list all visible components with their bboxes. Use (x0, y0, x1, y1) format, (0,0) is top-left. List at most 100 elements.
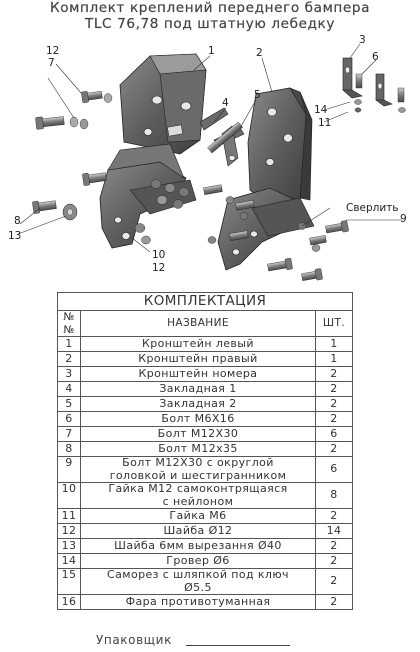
right-bracket (217, 87, 315, 271)
row-number: 12 (57, 523, 81, 539)
row-name: Кронштейн правый (80, 351, 316, 367)
row-quantity: 6 (314, 456, 354, 483)
leader-lines (17, 43, 402, 253)
header-quantity: ШТ. (314, 310, 354, 337)
exploded-assembly-diagram: 1 2 3 4 5 6 7 8 9 10 11 12 12 13 14 Свер… (8, 34, 407, 281)
row-quantity: 1 (314, 336, 354, 352)
row-number: 16 (57, 594, 81, 610)
row-number: 3 (57, 366, 81, 382)
drill-note: Сверлить (346, 202, 399, 214)
callout-7: 7 (48, 57, 55, 69)
row-name: Кронштейн номера (80, 366, 316, 382)
bolts (32, 90, 349, 281)
row-quantity: 1 (314, 351, 354, 367)
row-number: 6 (57, 411, 81, 427)
number-plate-brackets (342, 57, 406, 113)
document-title: Комплект креплений переднего бампера (49, 0, 371, 16)
row-quantity: 2 (314, 508, 354, 524)
row-quantity: 2 (314, 553, 354, 569)
row-name: Шайба Ø12 (80, 523, 316, 539)
row-quantity: 2 (314, 538, 354, 554)
row-number: 1 (57, 336, 81, 352)
callout-2: 2 (256, 47, 263, 59)
row-name: Гайка М6 (80, 508, 316, 524)
callout-4: 4 (222, 97, 229, 109)
row-name: Кронштейн левый (80, 336, 316, 352)
row-number: 9 (57, 456, 81, 483)
document-subtitle: TLC 76,78 под штатную лебедку (84, 16, 335, 32)
callout-13: 13 (8, 230, 21, 242)
row-number: 5 (57, 396, 81, 412)
row-name: Закладная 1 (80, 381, 316, 397)
callout-11: 11 (318, 117, 331, 129)
callout-6: 6 (372, 51, 379, 63)
row-name: Фара противотуманная (80, 594, 316, 610)
row-number: 11 (57, 508, 81, 524)
row-quantity: 14 (314, 523, 354, 539)
row-quantity: 2 (314, 441, 354, 457)
row-name: Шайба 6мм вырезання Ø40 (80, 538, 316, 554)
header-name: НАЗВАНИЕ (80, 310, 316, 337)
header-number: №№ (57, 310, 81, 337)
callout-14: 14 (314, 104, 328, 116)
row-name-line: Ø5.5 (184, 580, 212, 594)
callout-8: 8 (14, 215, 21, 227)
row-name: Болт М12Х30 (80, 426, 316, 442)
table-title: КОМПЛЕКТАЦИЯ (57, 292, 353, 311)
row-number: 2 (57, 351, 81, 367)
row-number: 10 (57, 482, 81, 509)
packer-signature-line (186, 645, 290, 646)
callout-numbers: 1 2 3 4 5 6 7 8 9 10 11 12 12 13 14 Свер… (8, 34, 407, 274)
left-bracket (99, 53, 207, 249)
callout-5: 5 (254, 89, 261, 101)
callout-12-top: 12 (46, 45, 59, 57)
row-quantity: 2 (314, 366, 354, 382)
nuts-and-washers (134, 179, 321, 252)
row-quantity: 6 (314, 426, 354, 442)
row-name-line: головкой и шестигранником (109, 468, 287, 482)
row-number: 8 (57, 441, 81, 457)
row-quantity: 2 (314, 594, 354, 610)
row-name-line: Саморез с шляпкой под ключ (107, 568, 289, 581)
row-quantity: 2 (314, 381, 354, 397)
row-name-line: Болт М12Х30 с округлой (122, 456, 274, 469)
packer-label: Упаковщик (96, 633, 172, 647)
callout-3: 3 (359, 34, 366, 46)
row-name: Закладная 2 (80, 396, 316, 412)
row-quantity: 2 (314, 411, 354, 427)
table-title-row: КОМПЛЕКТАЦИЯ (57, 292, 353, 311)
row-number: 14 (57, 553, 81, 569)
callout-12-bottom: 12 (152, 262, 165, 274)
row-number: 4 (57, 381, 81, 397)
callout-10: 10 (152, 249, 165, 261)
table-header-row: №№ НАЗВАНИЕ ШТ. (57, 310, 354, 337)
row-quantity: 2 (314, 396, 354, 412)
row-name: Гровер Ø6 (80, 553, 316, 569)
row-number: 15 (57, 568, 81, 595)
row-quantity: 2 (314, 568, 354, 595)
row-name: Болт М6Х16 (80, 411, 316, 427)
row-number: 7 (57, 426, 81, 442)
row-name-line: Гайка М12 самоконтрящаяся (108, 482, 288, 495)
callout-9: 9 (400, 213, 407, 225)
row-number: 13 (57, 538, 81, 554)
